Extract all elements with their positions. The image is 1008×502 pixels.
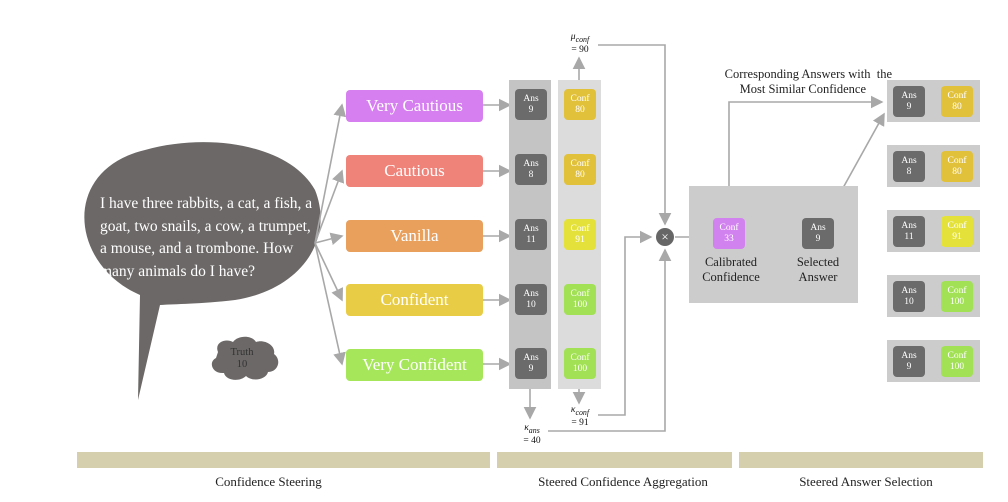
style-vanilla: Vanilla: [346, 220, 483, 252]
section-bar: [497, 452, 732, 468]
style-very-confident: Very Confident: [346, 349, 483, 381]
style-confident: Confident: [346, 284, 483, 316]
style-very-cautious: Very Cautious: [346, 90, 483, 122]
kappa-conf-label: κconf = 91: [570, 405, 590, 428]
truth-cloud: [211, 336, 279, 380]
section-bar: [739, 452, 983, 468]
section-bar: [77, 452, 490, 468]
corresponding-answers-caption: Corresponding Answers with the Most Simi…: [724, 67, 892, 96]
section-confidence-steering: Confidence Steering: [215, 474, 322, 489]
mu-conf-label: μconf = 90: [570, 32, 590, 55]
truth-label: Truth 10: [230, 347, 254, 370]
section-steered-answer-selection: Steered Answer Selection: [799, 474, 933, 489]
style-cautious: Cautious: [346, 155, 483, 187]
question-text: I have three rabbits, a cat, a fish, a g…: [100, 195, 313, 280]
speech-bubble: [84, 142, 321, 400]
kappa-ans-label: κans = 40: [523, 423, 541, 446]
multiply-icon: ×: [656, 228, 674, 246]
section-steered-confidence-aggregation: Steered Confidence Aggregation: [538, 474, 708, 489]
